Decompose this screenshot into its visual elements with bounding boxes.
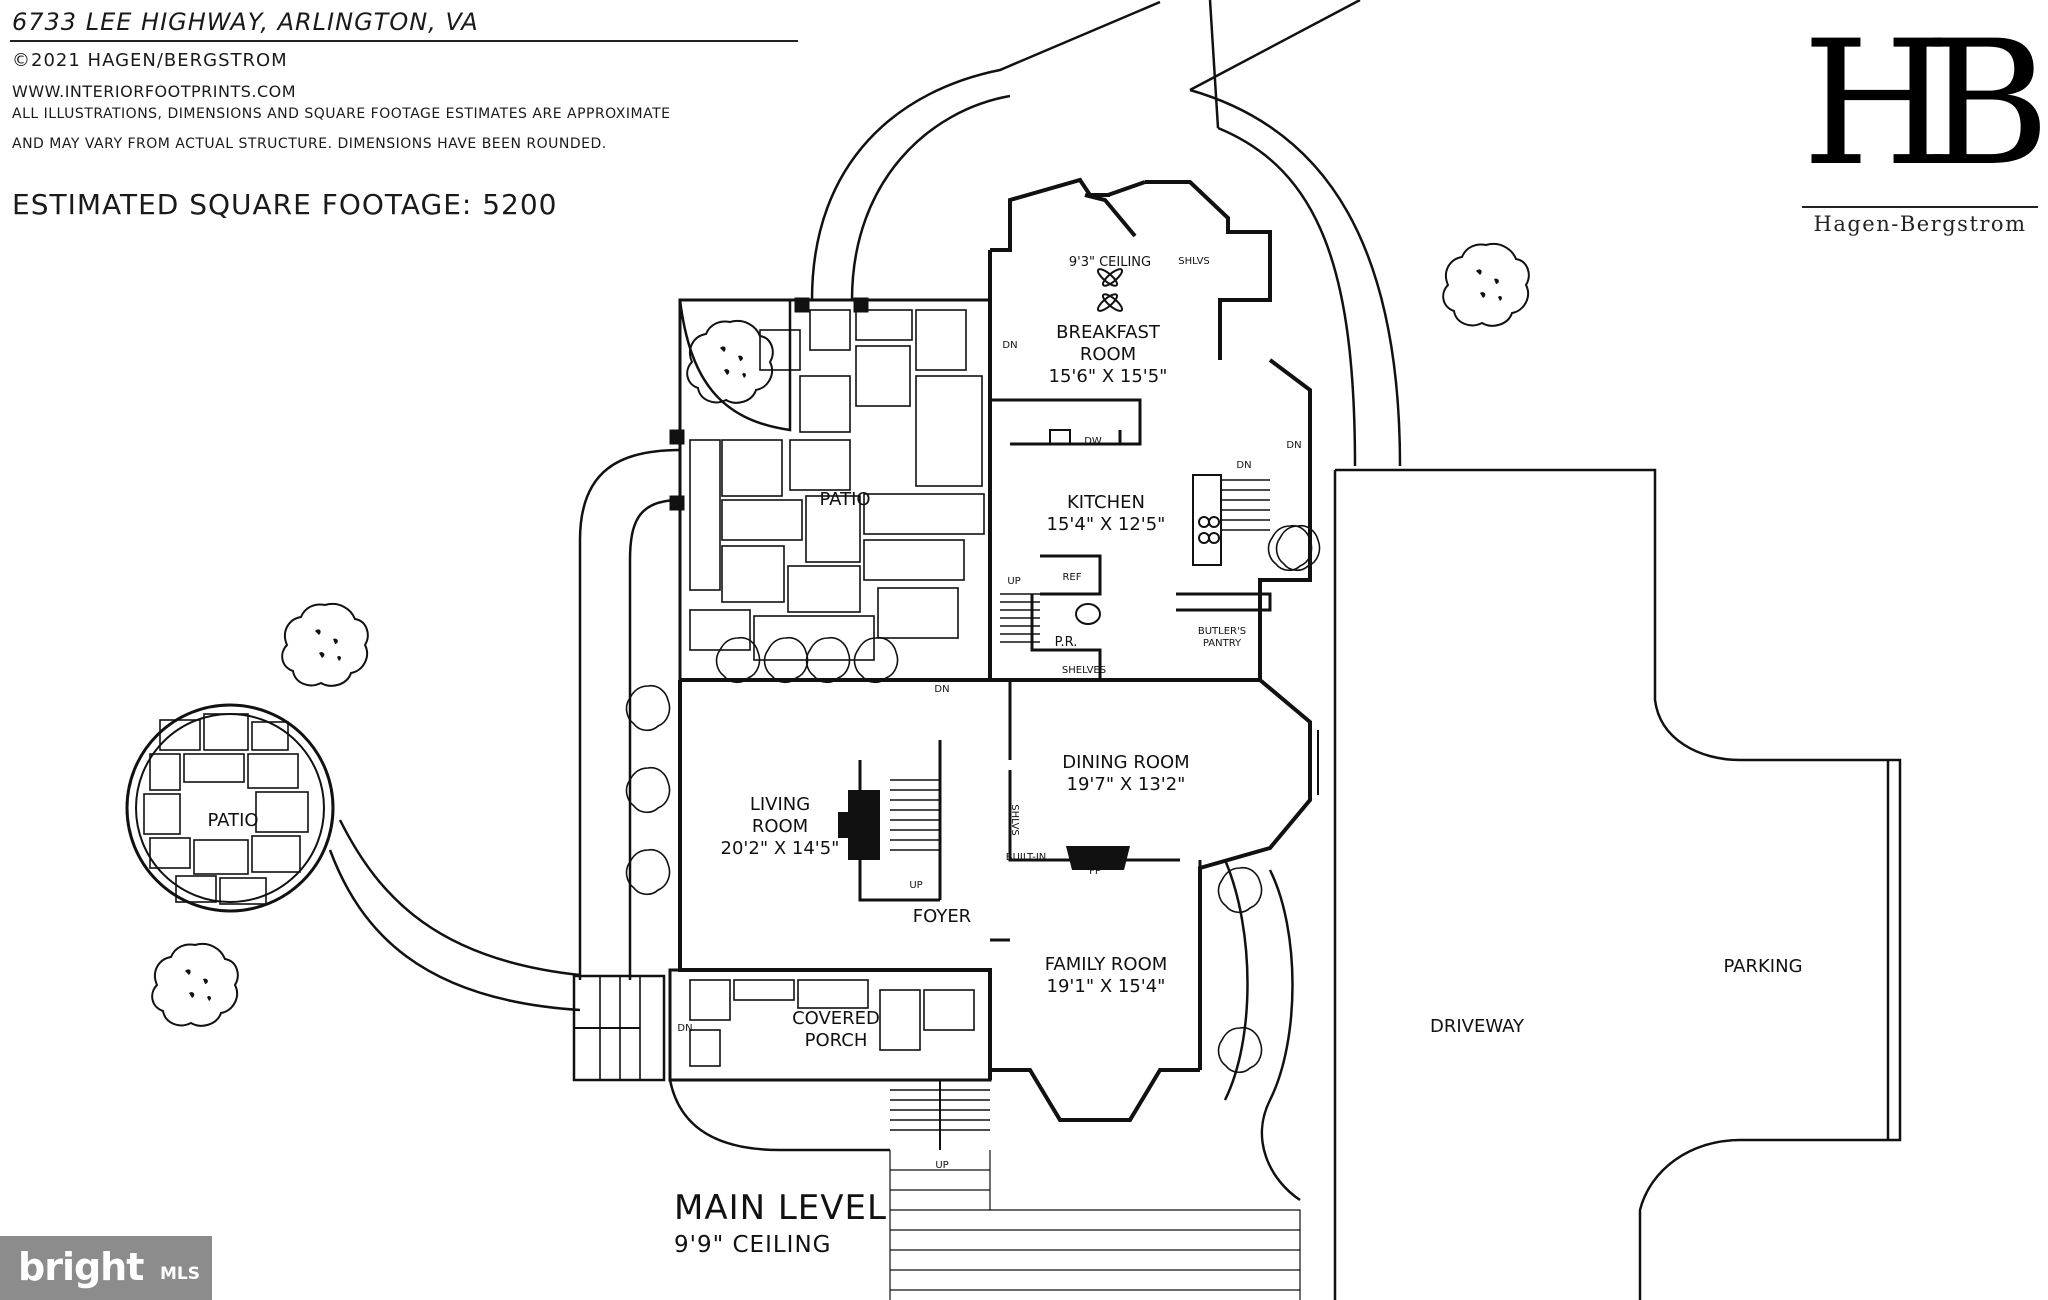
kitchen-dims: 15'4" X 12'5" [1047, 514, 1166, 535]
dining-room-name: DINING ROOM [1062, 752, 1189, 773]
shelves-label: SHELVES [1062, 665, 1106, 676]
dining-room-dims: 19'7" X 13'2" [1067, 774, 1186, 795]
dining-shelves-label: SHLVS [1009, 804, 1020, 836]
main-patio [669, 297, 992, 682]
breakfast-room-name: BREAKFAST [1056, 322, 1161, 343]
porch-name: COVERED [792, 1008, 880, 1029]
fixture-labels: SHLVS DW REF SHELVES BUILT-IN FP FP SHLV… [677, 256, 1301, 1171]
porch-steps-down-label: DN [677, 1023, 692, 1034]
hagen-bergstrom-logo: HB Hagen-Bergstrom [1800, 3, 2048, 238]
kitchen-name: KITCHEN [1067, 492, 1145, 513]
house-walls [678, 177, 1312, 1122]
bay-windows [1029, 730, 1319, 1119]
disclaimer-line-2: AND MAY VARY FROM ACTUAL STRUCTURE. DIME… [12, 136, 607, 152]
living-room-name: LIVING [750, 794, 810, 815]
disclaimer-line-1: ALL ILLUSTRATIONS, DIMENSIONS AND SQUARE… [12, 106, 671, 122]
property-address: 6733 LEE HIGHWAY, ARLINGTON, VA [12, 8, 479, 36]
watermark-text: bright [18, 1245, 144, 1289]
porch-name-2: PORCH [805, 1030, 868, 1051]
living-room-dims: 20'2" X 14'5" [721, 838, 840, 859]
powder-room-label: P.R. [1055, 635, 1078, 650]
living-stairs-up-label: UP [909, 880, 922, 891]
kitchen-fixtures [1049, 429, 1222, 625]
room-labels: 9'3" CEILING BREAKFAST ROOM 15'6" X 15'5… [207, 255, 1802, 1051]
dishwasher-label: DW [1084, 436, 1102, 447]
logo-divider [1802, 206, 2038, 208]
parking-label: PARKING [1723, 956, 1802, 977]
brick-walkway [889, 1150, 1301, 1300]
built-in-label: BUILT-IN [1006, 852, 1047, 863]
patio-stairs-down-label: DN [1002, 340, 1017, 351]
dining-fireplace-label: FP [1089, 866, 1101, 877]
bright-mls-watermark: bright MLS [0, 1236, 212, 1300]
kitchen-stairs-down-label: DN [1236, 460, 1251, 471]
kitchen-stairs-up-label: UP [1007, 576, 1020, 587]
ceiling-fan-icon [1096, 268, 1124, 312]
family-room-name: FAMILY ROOM [1045, 954, 1168, 975]
round-patio [125, 703, 335, 913]
logo-mark: HB [1802, 3, 2048, 204]
breakfast-room-dims: 15'6" X 15'5" [1049, 366, 1168, 387]
header-rule [10, 40, 798, 42]
family-room-dims: 19'1" X 15'4" [1047, 976, 1166, 997]
side-stairs-down-label: DN [1286, 440, 1301, 451]
breakfast-ceiling: 9'3" CEILING [1069, 255, 1151, 270]
breakfast-shelves-label: SHLVS [1178, 256, 1210, 267]
level-title: MAIN LEVEL [674, 1188, 887, 1228]
butlers-pantry-label-2: PANTRY [1203, 638, 1242, 649]
butlers-pantry-label: BUTLER'S [1198, 626, 1246, 637]
refrigerator-label: REF [1062, 572, 1081, 583]
level-ceiling: 9'9" CEILING [674, 1232, 832, 1258]
logo-name: Hagen-Bergstrom [1813, 212, 2027, 236]
driveway-outline [1333, 468, 1902, 1300]
landscaping [151, 242, 1530, 1074]
side-steps [572, 974, 666, 1082]
stairs [890, 479, 1270, 1150]
breakfast-room-name-2: ROOM [1080, 344, 1136, 365]
covered-porch [668, 968, 992, 1152]
round-patio-path [328, 819, 581, 1012]
patio-label: PATIO [819, 489, 870, 510]
foyer-stairs-down-label: DN [934, 684, 949, 695]
round-patio-label: PATIO [207, 810, 258, 831]
front-steps-up-label: UP [935, 1160, 948, 1171]
square-footage-label: ESTIMATED SQUARE FOOTAGE: 5200 [12, 188, 558, 221]
curved-walkway [578, 0, 1402, 1202]
website-link[interactable]: WWW.INTERIORFOOTPRINTS.COM [12, 82, 297, 101]
copyright-line: ©2021 HAGEN/BERGSTROM [12, 50, 288, 71]
fireplaces [838, 790, 1130, 870]
living-room-name-2: ROOM [752, 816, 808, 837]
foyer-label: FOYER [913, 906, 971, 927]
watermark-mls: MLS [160, 1264, 200, 1284]
living-fireplace-label: FP [847, 821, 859, 832]
driveway-label: DRIVEWAY [1430, 1016, 1525, 1037]
